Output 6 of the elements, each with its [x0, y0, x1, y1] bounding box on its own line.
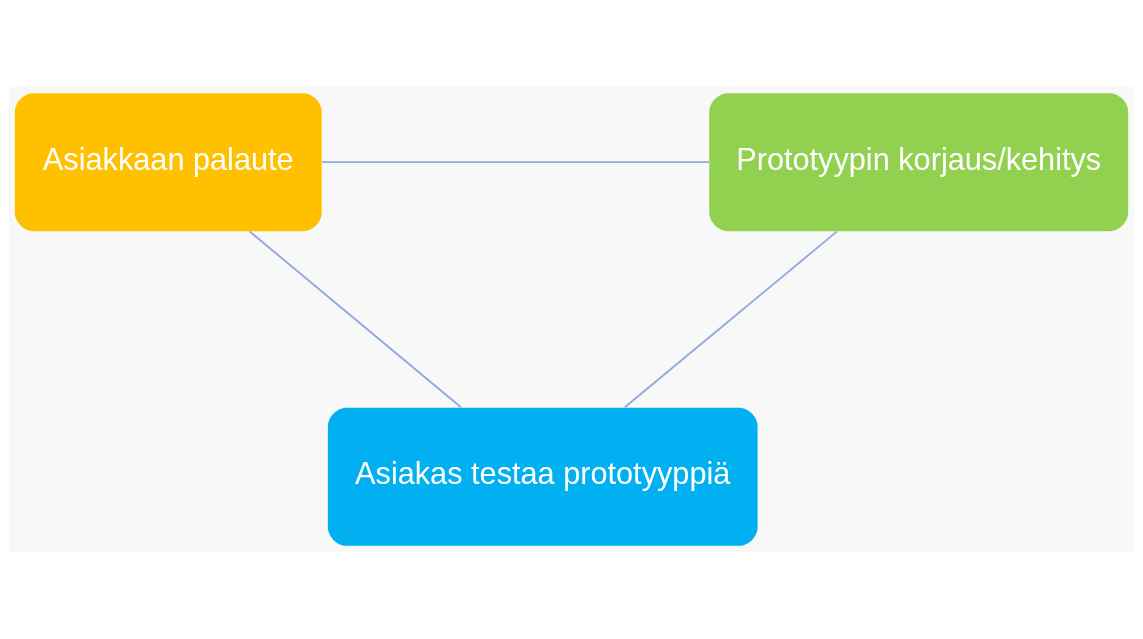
node-box: Asiakkaan palaute: [14, 93, 322, 232]
connector: [623, 230, 839, 409]
node-box: Prototyypin korjaus/kehitys: [709, 93, 1129, 232]
node-box: Asiakas testaa prototyyppiä: [327, 407, 758, 546]
connector: [248, 230, 462, 409]
connector: [321, 161, 710, 164]
